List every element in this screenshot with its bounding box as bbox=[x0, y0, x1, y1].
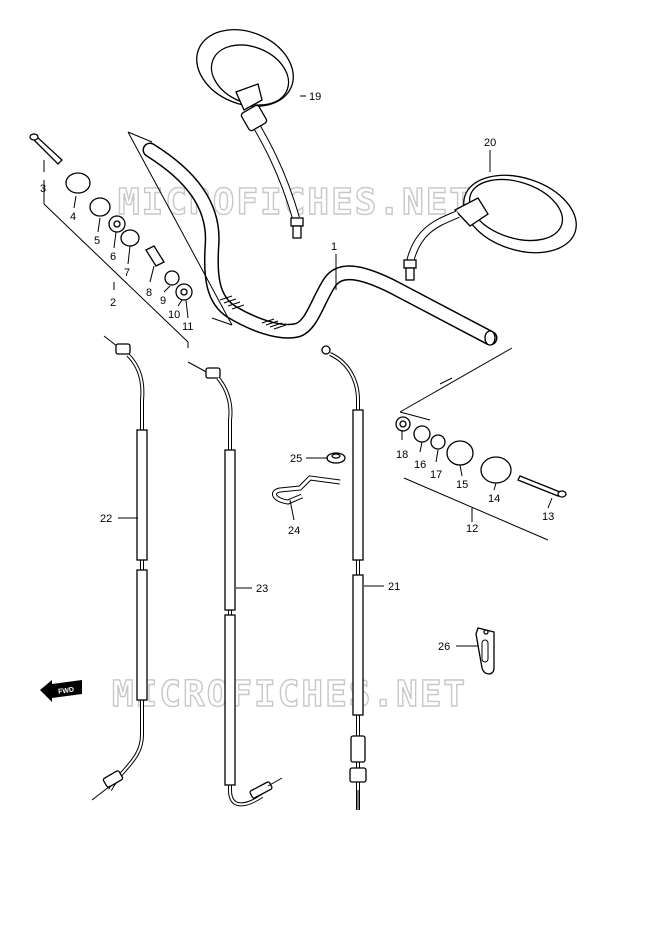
callout-14: 14 bbox=[488, 493, 500, 505]
callout-4: 4 bbox=[70, 211, 76, 223]
guide-lines-right bbox=[399, 347, 513, 421]
callout-25: 25 bbox=[290, 453, 302, 465]
callout-19: 19 bbox=[309, 91, 321, 103]
cable-23 bbox=[187, 361, 283, 807]
callout-16: 16 bbox=[414, 459, 426, 471]
callout-3: 3 bbox=[40, 183, 46, 195]
callout-6: 6 bbox=[110, 251, 116, 263]
callout-18: 18 bbox=[396, 449, 408, 461]
handlebar bbox=[142, 142, 498, 346]
callout-2: 2 bbox=[110, 297, 116, 309]
callout-23: 23 bbox=[256, 583, 268, 595]
right-grip-kit bbox=[395, 416, 567, 541]
callout-labels: 1 2 3 4 5 6 7 8 9 10 11 12 13 14 15 16 1… bbox=[40, 91, 554, 653]
callout-20: 20 bbox=[484, 137, 496, 149]
watermark-bottom: MICROFICHES.NET bbox=[112, 674, 467, 715]
callout-1: 1 bbox=[331, 241, 337, 253]
cable-21 bbox=[321, 345, 367, 810]
callout-7: 7 bbox=[124, 267, 130, 279]
callout-26: 26 bbox=[438, 641, 450, 653]
callout-15: 15 bbox=[456, 479, 468, 491]
callout-10: 10 bbox=[168, 309, 180, 321]
cable-22 bbox=[91, 335, 148, 801]
callout-24: 24 bbox=[288, 525, 300, 537]
guide-lines-left bbox=[127, 131, 233, 326]
clamp-26 bbox=[475, 627, 495, 675]
bracket-24 bbox=[272, 452, 346, 505]
callout-12: 12 bbox=[466, 523, 478, 535]
callout-11: 11 bbox=[182, 321, 193, 333]
left-grip-kit bbox=[29, 133, 193, 348]
callout-13: 13 bbox=[542, 511, 554, 523]
mirror-right bbox=[403, 174, 577, 281]
mirror-left bbox=[196, 29, 304, 239]
callout-9: 9 bbox=[160, 295, 166, 307]
callout-17: 17 bbox=[430, 469, 442, 481]
callout-5: 5 bbox=[94, 235, 100, 247]
fwd-arrow-icon: FWD bbox=[40, 680, 82, 702]
svg-text:FWD: FWD bbox=[58, 687, 75, 696]
callout-8: 8 bbox=[146, 287, 152, 299]
callout-21: 21 bbox=[388, 581, 400, 593]
leader-lines bbox=[43, 95, 553, 647]
callout-22: 22 bbox=[100, 513, 112, 525]
